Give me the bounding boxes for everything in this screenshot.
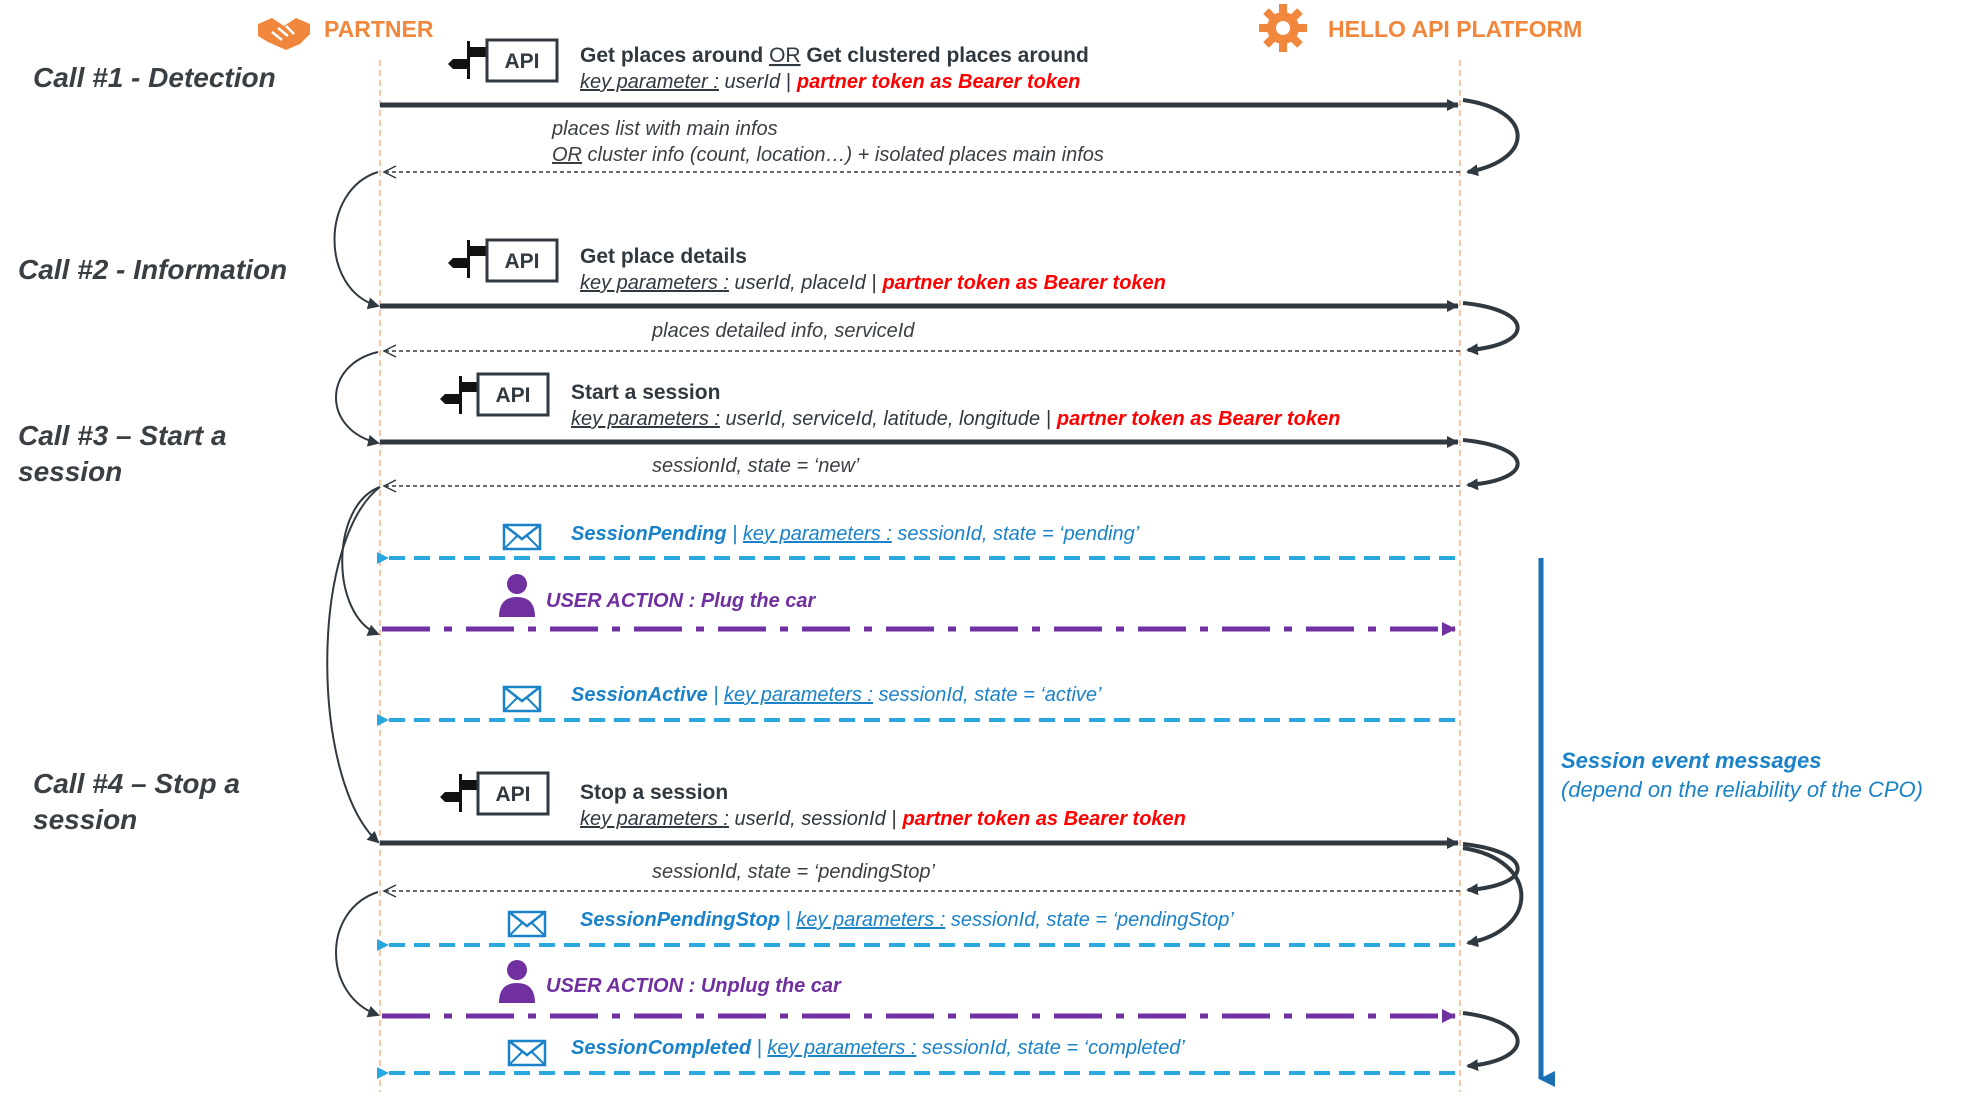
partner-loop-3b bbox=[326, 486, 381, 844]
request-2-title: Get place details bbox=[580, 245, 747, 268]
request-1: API Get places around OR Get clustered p… bbox=[380, 38, 1459, 111]
request-2-params: key parameters : userId, placeId |partne… bbox=[580, 272, 1166, 294]
response-4-label: sessionId, state = ‘pendingStop’ bbox=[652, 861, 936, 883]
user-action-unplug: USER ACTION : Unplug the car bbox=[382, 960, 1456, 1023]
response-4: sessionId, state = ‘pendingStop’ bbox=[382, 861, 1460, 898]
user-action-2-label: USER ACTION : Unplug the car bbox=[546, 975, 842, 997]
api-badge-label: API bbox=[495, 783, 530, 806]
api-badge: API bbox=[476, 771, 550, 816]
request-2: API Get place details key parameters : u… bbox=[380, 238, 1459, 312]
event-session-active: SessionActive | key parameters : session… bbox=[377, 684, 1455, 726]
envelope-icon bbox=[507, 910, 547, 938]
event-session-completed: SessionCompleted | key parameters : sess… bbox=[377, 1037, 1455, 1079]
user-action-1-label: USER ACTION : Plug the car bbox=[546, 590, 817, 612]
response-2: places detailed info, serviceId bbox=[382, 320, 1460, 358]
handshake-icon bbox=[258, 18, 310, 50]
response-1: places list with main infos OR cluster i… bbox=[382, 118, 1460, 179]
process-loop-2 bbox=[1462, 301, 1520, 356]
call1-label: Call #1 - Detection bbox=[33, 62, 276, 93]
event-4-label: SessionCompleted | key parameters : sess… bbox=[571, 1037, 1185, 1059]
signpost-icon bbox=[448, 41, 491, 79]
call4-label-2: session bbox=[33, 804, 137, 835]
event-session-pending-stop: SessionPendingStop | key parameters : se… bbox=[377, 909, 1455, 951]
api-badge-label: API bbox=[504, 50, 539, 73]
call4-label: Call #4 – Stop a bbox=[33, 768, 240, 799]
api-badge: API bbox=[476, 372, 550, 417]
response-2-label: places detailed info, serviceId bbox=[651, 320, 915, 342]
platform-label: HELLO API PLATFORM bbox=[1328, 16, 1582, 42]
side-note-subtitle: (depend on the reliability of the CPO) bbox=[1561, 777, 1923, 802]
user-action-plug: USER ACTION : Plug the car bbox=[382, 574, 1456, 636]
response-3-label: sessionId, state = ‘new’ bbox=[652, 455, 860, 477]
signpost-icon bbox=[448, 240, 491, 278]
partner-loop-4 bbox=[335, 891, 380, 1018]
request-4-params: key parameters : userId, sessionId |part… bbox=[580, 808, 1186, 830]
request-3: API Start a session key parameters : use… bbox=[380, 372, 1459, 448]
side-note-title: Session event messages bbox=[1561, 748, 1821, 773]
request-4: API Stop a session key parameters : user… bbox=[380, 771, 1459, 849]
call2-label: Call #2 - Information bbox=[18, 254, 287, 285]
process-loop-4b bbox=[1462, 846, 1524, 948]
request-3-title: Start a session bbox=[571, 381, 720, 404]
partner-label: PARTNER bbox=[324, 16, 434, 42]
envelope-icon bbox=[502, 523, 542, 551]
api-badge-label: API bbox=[504, 250, 539, 273]
person-icon bbox=[499, 574, 535, 617]
partner-loop-3a bbox=[341, 486, 381, 636]
process-loop-5 bbox=[1462, 1011, 1520, 1072]
person-icon bbox=[499, 960, 535, 1003]
partner-header: PARTNER bbox=[258, 16, 434, 50]
envelope-icon bbox=[507, 1039, 547, 1067]
response-1-line-2: OR cluster info (count, location…) + iso… bbox=[552, 144, 1104, 166]
call3-label-2: session bbox=[18, 456, 122, 487]
process-loop-4a bbox=[1462, 842, 1520, 896]
event-session-pending: SessionPending | key parameters : sessio… bbox=[377, 523, 1455, 564]
request-3-params: key parameters : userId, serviceId, lati… bbox=[571, 408, 1340, 430]
process-loop-3 bbox=[1462, 438, 1520, 491]
envelope-icon bbox=[502, 685, 542, 713]
request-4-title: Stop a session bbox=[580, 781, 728, 804]
response-3: sessionId, state = ‘new’ bbox=[382, 455, 1460, 493]
process-loop-1 bbox=[1462, 98, 1520, 177]
event-2-label: SessionActive | key parameters : session… bbox=[571, 684, 1102, 706]
response-1-line-1: places list with main infos bbox=[551, 118, 778, 140]
api-badge: API bbox=[485, 38, 559, 83]
partner-loop-2 bbox=[335, 351, 380, 447]
event-1-label: SessionPending | key parameters : sessio… bbox=[571, 523, 1140, 545]
request-1-params: key parameter : userId |partner token as… bbox=[580, 71, 1080, 93]
call3-label: Call #3 – Start a bbox=[18, 420, 227, 451]
gear-icon bbox=[1259, 4, 1307, 52]
api-badge: API bbox=[485, 238, 559, 283]
api-badge-label: API bbox=[495, 384, 530, 407]
request-1-title: Get places around OR Get clustered place… bbox=[580, 44, 1089, 67]
event-3-label: SessionPendingStop | key parameters : se… bbox=[580, 909, 1234, 931]
partner-loop-1 bbox=[333, 171, 380, 310]
platform-header: HELLO API PLATFORM bbox=[1259, 4, 1582, 52]
